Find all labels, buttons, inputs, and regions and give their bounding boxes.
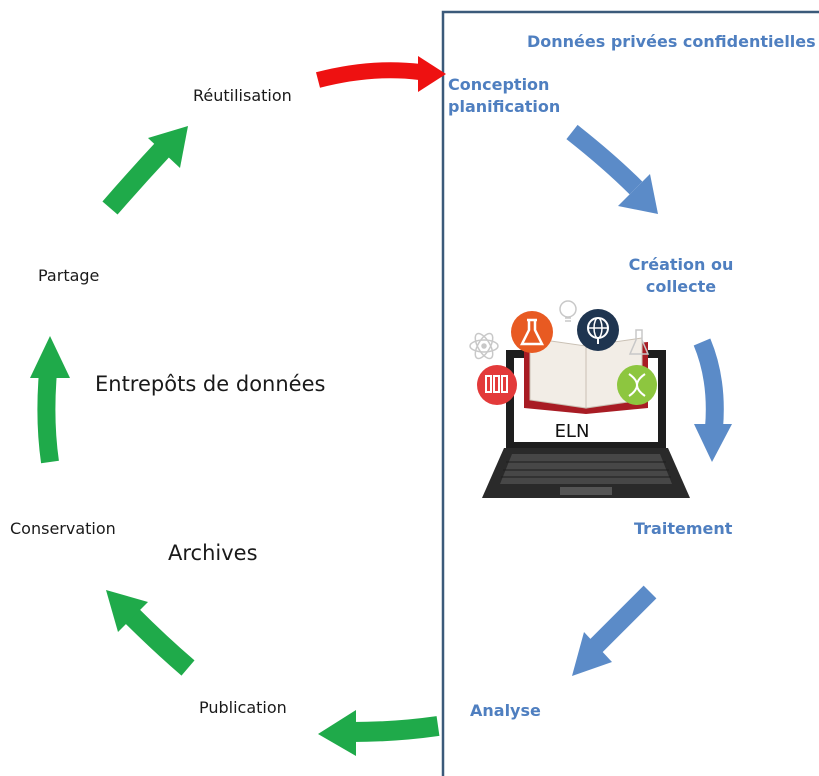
small-flask-icon	[628, 329, 650, 355]
step-conception-line1: Conception	[448, 75, 550, 94]
blue-arrow-icon	[566, 124, 658, 214]
globe-icon	[577, 309, 619, 351]
archives-label: Archives	[168, 541, 258, 565]
green-arrow-icon	[318, 710, 440, 756]
step-conception-line2: planification	[448, 97, 561, 116]
entrepots-label: Entrepôts de données	[95, 372, 326, 396]
red-arrow-icon	[315, 56, 446, 92]
step-conception: Conception planification	[448, 74, 560, 118]
step-analyse: Analyse	[470, 701, 541, 720]
step-partage: Partage	[38, 266, 100, 285]
step-conservation: Conservation	[10, 519, 116, 538]
atom-icon	[469, 332, 499, 360]
step-publication: Publication	[199, 698, 287, 717]
test-tubes-icon	[477, 365, 517, 405]
eln-label: ELN	[555, 421, 590, 442]
private-data-panel	[441, 10, 819, 776]
lightbulb-icon	[559, 300, 577, 322]
private-data-title: Données privées confidentielles	[527, 32, 816, 51]
step-creation-line1: Création ou	[628, 255, 734, 274]
flask-icon	[511, 311, 553, 353]
green-arrow-icon	[106, 590, 195, 676]
step-creation-line2: collecte	[645, 277, 717, 296]
dna-icon	[617, 365, 657, 405]
step-reutilisation: Réutilisation	[193, 86, 292, 105]
step-creation: Création ou collecte	[624, 254, 738, 298]
step-traitement: Traitement	[634, 519, 733, 538]
blue-arrow-icon	[572, 585, 657, 676]
blue-arrow-icon	[693, 338, 732, 462]
green-arrow-icon	[30, 336, 70, 464]
green-arrow-icon	[102, 126, 188, 215]
